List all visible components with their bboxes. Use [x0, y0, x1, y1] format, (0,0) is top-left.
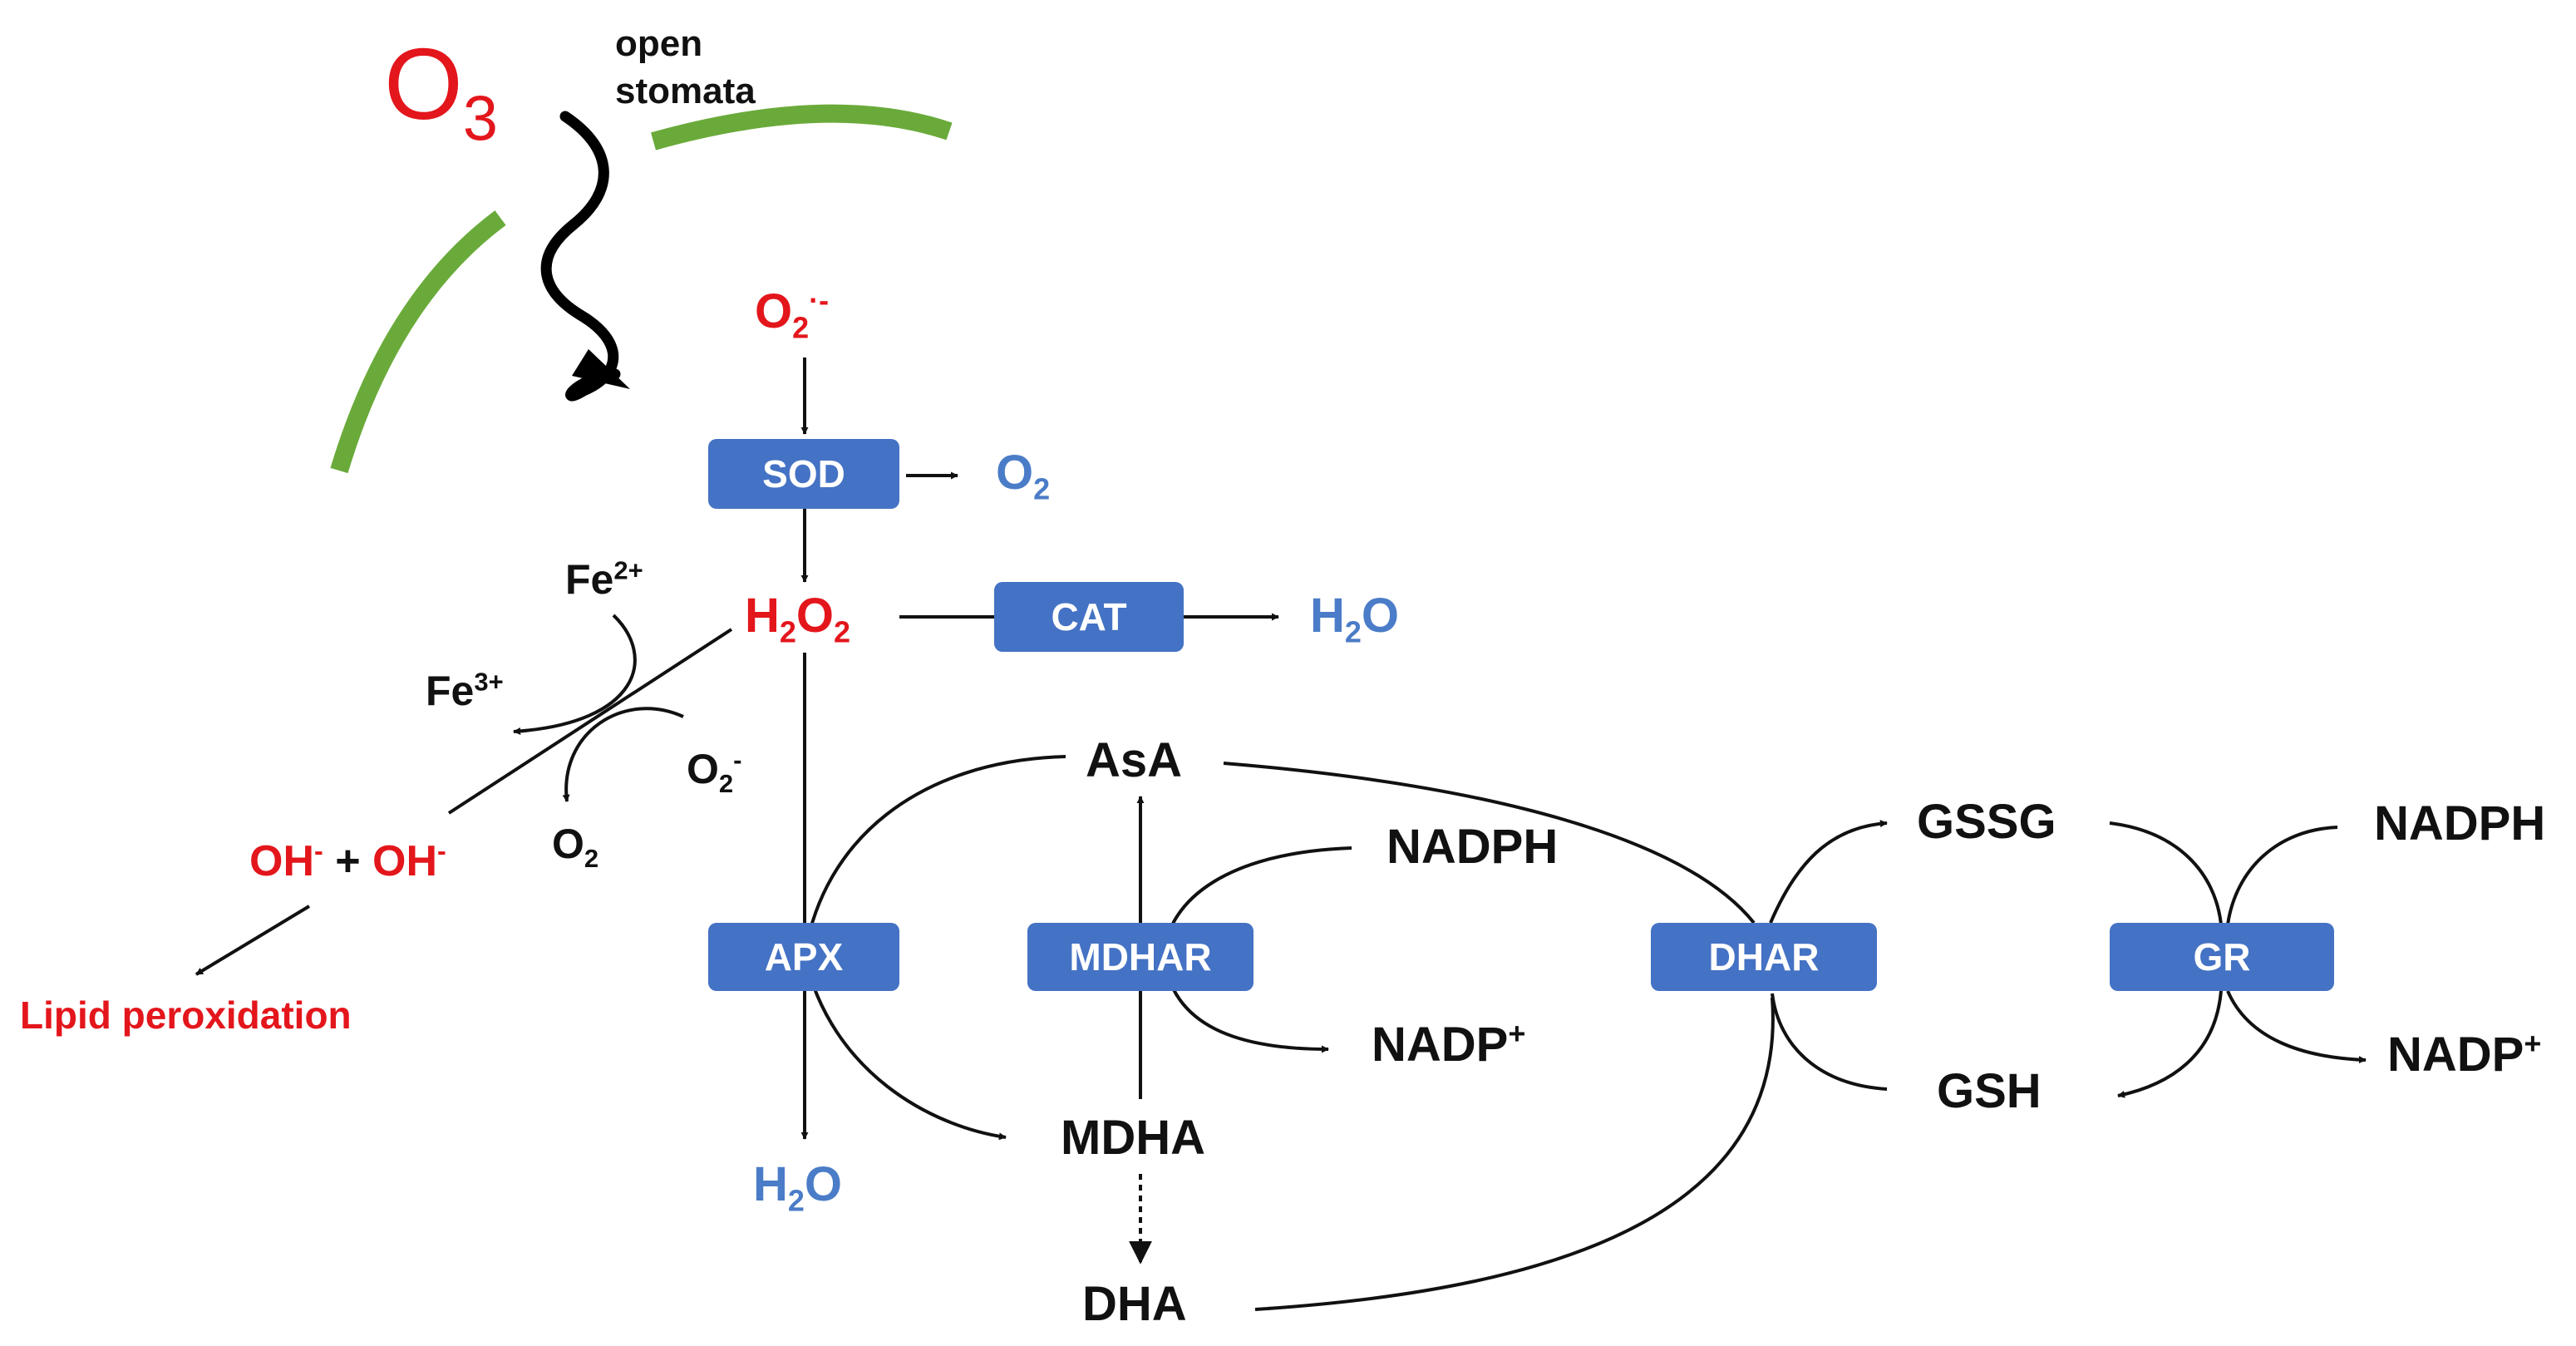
curve-asa-into-apx — [803, 755, 1066, 957]
arrow-apx-to-mdha — [803, 955, 1007, 1141]
oxygen-label-sod: O2 — [996, 446, 1051, 506]
lipid-peroxidation-label: Lipid peroxidation — [20, 993, 352, 1037]
curve-nadph-into-gr — [2226, 826, 2338, 925]
line-h2o2-to-hydroxyl — [447, 628, 733, 815]
enzyme-apx: APX — [708, 923, 899, 991]
iron-iii-label: Fe3+ — [426, 667, 504, 714]
curve-asa-to-dhar — [1223, 762, 1756, 924]
curve-dha-to-dhar — [1254, 997, 1775, 1311]
ozone-entry-arrowhead — [572, 349, 630, 389]
gssg-label: GSSG — [1917, 795, 2056, 849]
nadp-label-gr: NADP+ — [2387, 1026, 2542, 1082]
arrow-dhar-to-gssg — [1769, 820, 1888, 924]
enzyme-mdhar: MDHAR — [1027, 923, 1254, 991]
water-label-cat: H2O — [1310, 589, 1400, 649]
stomata-label: open stomata — [615, 23, 756, 112]
hydroxyl-radicals-label: OH- + OH- — [249, 836, 446, 885]
arrow-hydroxyl-to-lipid — [195, 905, 311, 976]
ascorbate-label: AsA — [1086, 733, 1183, 787]
ozone-label: O3 — [384, 27, 498, 155]
nadph-label-gr: NADPH — [2374, 796, 2546, 850]
dha-label: DHA — [1082, 1277, 1187, 1331]
arrow-gr-to-nadp — [2226, 990, 2367, 1064]
iron-ii-label: Fe2+ — [565, 555, 643, 603]
enzyme-dhar: DHAR — [1651, 923, 1877, 991]
enzyme-cat: CAT — [994, 582, 1184, 652]
enzyme-sod: SOD — [708, 439, 899, 509]
arrow-fe2-to-fe3 — [513, 614, 637, 735]
oxygen-label-fenton: O2 — [552, 821, 599, 873]
nadph-label-mdhar: NADPH — [1387, 820, 1559, 874]
gsh-label: GSH — [1937, 1064, 2042, 1118]
curve-gssg-into-gr — [2109, 821, 2223, 925]
superoxide-label-fenton: O2- — [687, 745, 742, 798]
arrow-gr-to-gsh — [2117, 990, 2223, 1098]
enzyme-gr: GR — [2110, 923, 2334, 991]
ozone-entry-arrow — [540, 111, 621, 402]
hydrogen-peroxide-label: H2O2 — [745, 589, 851, 649]
nadp-label-mdhar: NADP+ — [1372, 1016, 1526, 1072]
water-label-apx: H2O — [753, 1157, 843, 1218]
curve-gsh-into-dhar — [1771, 993, 1888, 1091]
stomata-guard-cell-left — [330, 210, 506, 474]
superoxide-label: O2·- — [755, 283, 830, 345]
arrow-superoxide-to-o2 — [562, 707, 684, 802]
stomata-guard-cell-right — [651, 104, 953, 150]
mdha-label: MDHA — [1061, 1111, 1205, 1165]
